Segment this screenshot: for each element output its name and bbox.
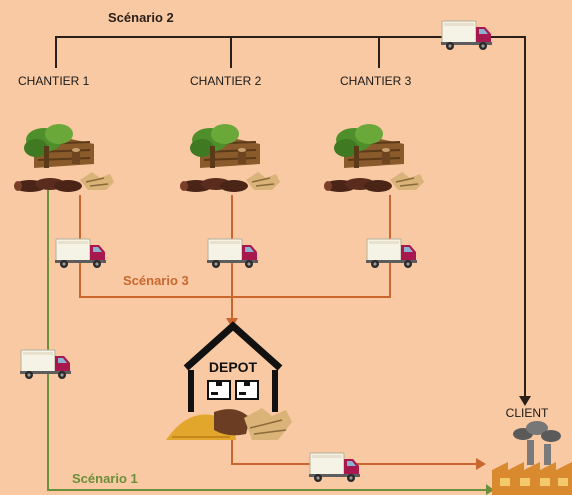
- scenario2-label: Scénario 2: [108, 10, 174, 25]
- site-label-2: CHANTIER 2: [190, 74, 262, 88]
- site-illustration-1: [13, 123, 115, 193]
- client-arrowhead: [519, 396, 531, 406]
- scenario2-route: [55, 36, 526, 400]
- site-illustration-2: [179, 123, 281, 193]
- scenario1-label: Scénario 1: [72, 471, 138, 486]
- client-arrowhead-green: [486, 484, 494, 495]
- depot-label: DEPOT: [209, 359, 258, 375]
- site-label-3: CHANTIER 3: [340, 74, 412, 88]
- client-label: CLIENT: [506, 406, 549, 420]
- truck-icon-depot-to-client: [308, 452, 361, 483]
- woodchip-pile-icon: [166, 408, 292, 440]
- truck-icon-scenario1: [19, 349, 72, 380]
- scenario1-route: [47, 190, 488, 491]
- truck-icon-site3: [365, 238, 418, 269]
- site-illustration-3: [323, 123, 425, 193]
- factory-icon: [492, 421, 572, 495]
- site-label-1: CHANTIER 1: [18, 74, 90, 88]
- truck-icon-scenario2: [440, 20, 493, 51]
- depot-icon: [183, 321, 283, 412]
- client-arrowhead-orange: [476, 458, 486, 470]
- scenario3-label: Scénario 3: [123, 273, 189, 288]
